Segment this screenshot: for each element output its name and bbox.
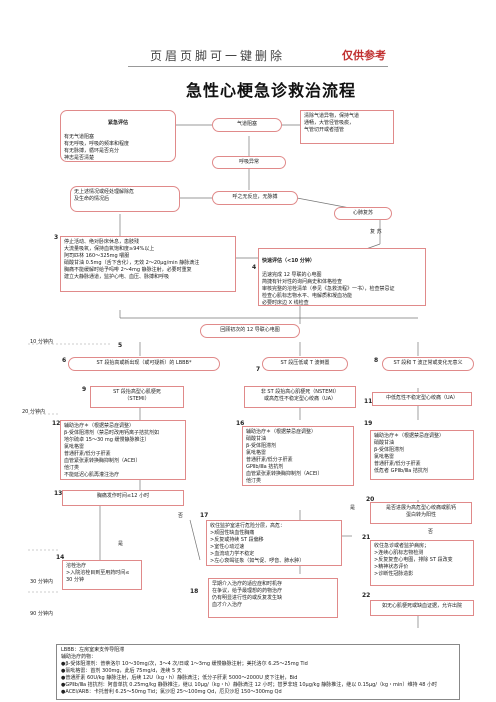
- step-19-number: 19: [364, 420, 373, 427]
- rapid-assessment-body: 迅速完成 12 导联的心电图 简捷有针对性的询问病史和体格检查 审核完整的溶栓清…: [262, 272, 395, 306]
- step-20-number: 20: [366, 496, 375, 503]
- stemi-adjunct-box: 辅助治疗＊（根据禁忌症调整） β-受体阻滞剂（禁忌时改用钙离子拮抗剂如 地尔硫卓…: [60, 420, 186, 480]
- step-18-number: 18: [190, 588, 199, 595]
- airway-block-box: 气道阻塞: [212, 118, 282, 132]
- step-11-number: 11: [364, 398, 373, 405]
- airway-action-box: 清除气道异物，保持气道 通畅，大管径管吸痰， 气管切开或者插管: [300, 110, 394, 144]
- step-22-number: 22: [362, 592, 371, 599]
- discharge-box: 如无心肌梗死或缺血证据，允许出院: [370, 600, 474, 616]
- step-6-number: 6: [62, 357, 67, 364]
- header-rule: [128, 66, 388, 67]
- ua-adjunct-box: 辅助治疗＊（根据禁忌症调整） 硝酸甘油 β-受体阻滞剂 氯吡格雷 普通肝素/低分…: [370, 430, 474, 480]
- cpr-box: 心肺复苏: [334, 207, 392, 220]
- emergency-assessment-box: 紧急评估 有无气道阻塞 有无呼吸，呼吸的频率和程度 有无脉搏，循环是否充分 神志…: [60, 110, 176, 162]
- step-5-number: 5: [118, 342, 123, 349]
- branch-normal-ecg: ST 段和 T 波正常或变化无意义: [382, 357, 474, 371]
- page-title: 急性心梗急诊救治流程: [186, 81, 357, 100]
- early-intervention-box: 早期介入治疗的适应症和时机存 在争议，给予最理想的药物治疗 仍有明显进行性的或反…: [208, 578, 338, 618]
- branch-st-depression: ST 段压低或 T 波倒置: [262, 357, 348, 371]
- low-risk-ua-box: 中低危性不稳定型心绞痛（UA）: [372, 392, 472, 406]
- emergency-assessment-title: 紧急评估: [107, 120, 128, 126]
- restore-label: 复 苏: [370, 229, 382, 235]
- time-10min-label: 10 分钟内: [30, 339, 53, 345]
- step-21-number: 21: [362, 534, 371, 541]
- step-12-number: 12: [52, 420, 61, 427]
- stemi-box: ST 段抬高型心肌梗死 （STEMI）: [90, 386, 184, 408]
- no-label-1: 否: [178, 513, 184, 519]
- nstemi-box: 非 ST 段抬高心肌梗死（NSTEMI） 或高危性不稳定型心绞痛（UA）: [244, 386, 356, 408]
- no-above-box: 无上述情况或经处理解除危 及生命的情况后: [70, 186, 180, 212]
- step-17-number: 17: [200, 512, 209, 519]
- step-7-number: 7: [256, 366, 261, 373]
- branch-stemi-criteria: ST 段抬高或新出现（或可疑新）的 LBBB*: [68, 357, 220, 371]
- emergency-assessment-body: 有无气道阻塞 有无呼吸，呼吸的频率和程度 有无脉搏，循环是否充分 神志是否清楚: [64, 134, 130, 161]
- step-3-number: 3: [54, 234, 59, 241]
- rapid-assessment-box: 快速评估（<10 分钟） 迅速完成 12 导联的心电图 简捷有针对性的询问病史和…: [258, 248, 426, 306]
- onset-12h-box: 胸痛发作时间≤12 小时: [62, 490, 184, 506]
- step-13-number: 13: [54, 490, 63, 497]
- page-header-text: 页眉页脚可一键删除: [150, 49, 286, 63]
- ecg-review-box: 回顾初次的 12 导联心电图: [200, 324, 300, 338]
- nstemi-adjunct-box: 辅助治疗＊（根据禁忌症调整） 硝酸甘油 β-受体阻滞剂 氯吡格雷 普通肝素/低分…: [242, 426, 354, 486]
- time-20min-label: 20 分钟内: [22, 409, 45, 415]
- breath-abnormal-box: 呼吸异常: [212, 156, 286, 169]
- rapid-assessment-title: 快速评估（<10 分钟）: [262, 258, 315, 264]
- time-90min-label: 90 分钟内: [30, 611, 53, 617]
- monitoring-box: 收住急诊或者监护病房； >连续心肌标志物检测 >反复复查心电图，排除 ST 段改…: [370, 540, 474, 586]
- initial-treatment-box: 停止活动、绝对卧床休息，患肢残 大流量吸氧，保持血氧饱和度≥94%以上 阿司匹林…: [60, 236, 236, 292]
- thrombolysis-box: 溶栓治疗 >入院溶栓目到至用药时间≤ 30 分钟: [62, 560, 142, 590]
- no-label-2: 否: [428, 529, 434, 535]
- step-4-number: 4: [252, 264, 257, 271]
- risk-stratification-box: 收住监护室进行危险分层，高危： >顽固性缺血性胸痛 >反复或持续 ST 段偏移 …: [206, 520, 342, 566]
- step-16-number: 16: [236, 420, 245, 427]
- yes-label-1: 是: [350, 505, 356, 511]
- step-9-number: 9: [82, 386, 87, 393]
- header-badge: 仅供参考: [342, 49, 386, 62]
- no-breath-pulse-box: 呼之无反应，无脉搏: [212, 191, 298, 205]
- time-30min-label: 30 分钟内: [30, 579, 53, 585]
- yes-label-2: 是: [118, 541, 124, 547]
- progression-check-box: 是否进展为高危型心绞痛或肌钙 蛋白转为阳性: [370, 502, 472, 524]
- step-8-number: 8: [374, 357, 379, 364]
- drug-legend: LBBB：左房室束支传导阻滞 辅助治疗药物： ●β-受体阻滞剂：普萘洛尔 10～…: [56, 644, 460, 700]
- step-14-number: 14: [56, 554, 65, 561]
